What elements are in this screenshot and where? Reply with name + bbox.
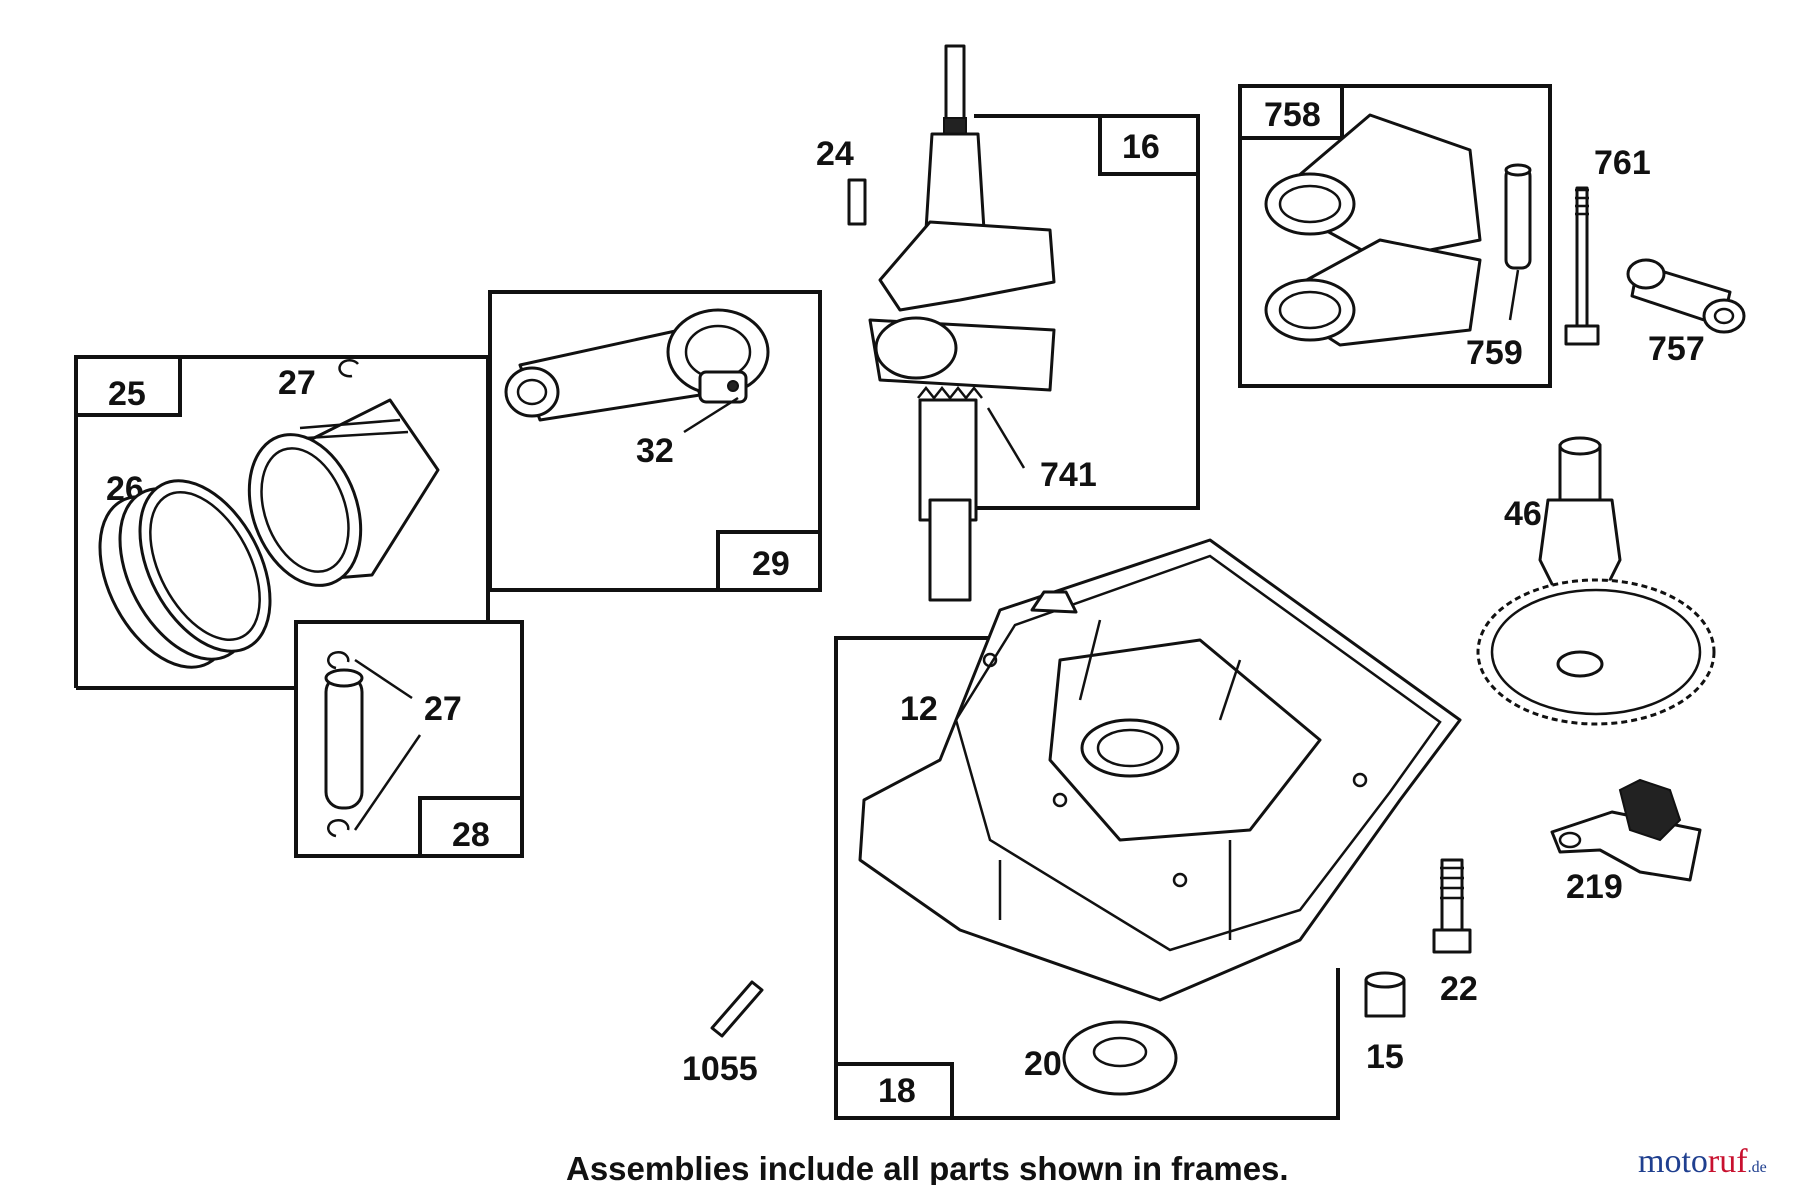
label-27-clip-top: 27 <box>278 364 316 402</box>
clip-icon-lower <box>327 818 350 838</box>
label-24: 24 <box>816 135 854 173</box>
label-1055: 1055 <box>682 1050 758 1088</box>
frame-18-crankcase: 18 12 20 <box>834 538 1462 1120</box>
connecting-rod <box>504 308 770 422</box>
screw-761: 761 <box>1564 144 1651 346</box>
frame-29-connecting-rod: 29 32 <box>488 290 822 592</box>
camshaft-46: 46 <box>1476 436 1716 726</box>
label-20: 20 <box>1024 1045 1062 1083</box>
label-741: 741 <box>1040 456 1097 494</box>
pin-1055: 1055 <box>682 980 764 1088</box>
label-18: 18 <box>878 1072 916 1110</box>
crankcase <box>858 538 1462 1002</box>
piston <box>247 398 440 587</box>
svg-text:motoruf.de: motoruf.de <box>1638 1143 1767 1180</box>
key-24: 24 <box>816 135 867 226</box>
label-758: 758 <box>1264 96 1321 134</box>
label-46: 46 <box>1504 495 1542 533</box>
cam-gear <box>1476 578 1716 726</box>
wrist-pin <box>324 668 364 810</box>
link-757: 757 <box>1626 258 1746 368</box>
label-22: 22 <box>1440 970 1478 1008</box>
watermark-part-a: moto <box>1638 1143 1708 1180</box>
piston-rings <box>98 479 272 669</box>
bolt-22: 22 <box>1432 858 1478 1008</box>
frame-25-piston-assembly: 25 27 26 <box>74 355 490 690</box>
label-29: 29 <box>752 545 790 583</box>
label-25: 25 <box>108 375 146 413</box>
plug-15: 15 <box>1364 971 1406 1076</box>
clip-icon-upper <box>327 650 350 670</box>
crankshaft <box>868 44 1056 602</box>
frame-758-bracket: 758 759 <box>1238 84 1552 388</box>
label-28: 28 <box>452 816 490 854</box>
label-16: 16 <box>1122 128 1160 166</box>
label-757: 757 <box>1648 330 1705 368</box>
label-27-clips: 27 <box>424 690 462 728</box>
caption: Assemblies include all parts shown in fr… <box>566 1150 1289 1185</box>
frame-28-wrist-pin: 28 27 <box>294 620 524 858</box>
label-219: 219 <box>1566 868 1623 906</box>
clip-icon <box>338 359 359 378</box>
watermark-part-b: ruf <box>1708 1143 1748 1180</box>
label-15: 15 <box>1366 1038 1404 1076</box>
seal-20 <box>1062 1020 1178 1096</box>
label-32: 32 <box>636 432 674 470</box>
governor-219: 219 <box>1550 778 1702 906</box>
watermark-suffix: .de <box>1748 1159 1767 1176</box>
label-12: 12 <box>900 690 938 728</box>
label-759: 759 <box>1466 334 1523 372</box>
watermark-logo: motoruf.de <box>1638 1143 1767 1180</box>
frame-16-crankshaft: 16 741 <box>868 44 1200 602</box>
label-761: 761 <box>1594 144 1651 182</box>
cam-bracket <box>1264 113 1482 347</box>
pin-759 <box>1504 163 1532 270</box>
